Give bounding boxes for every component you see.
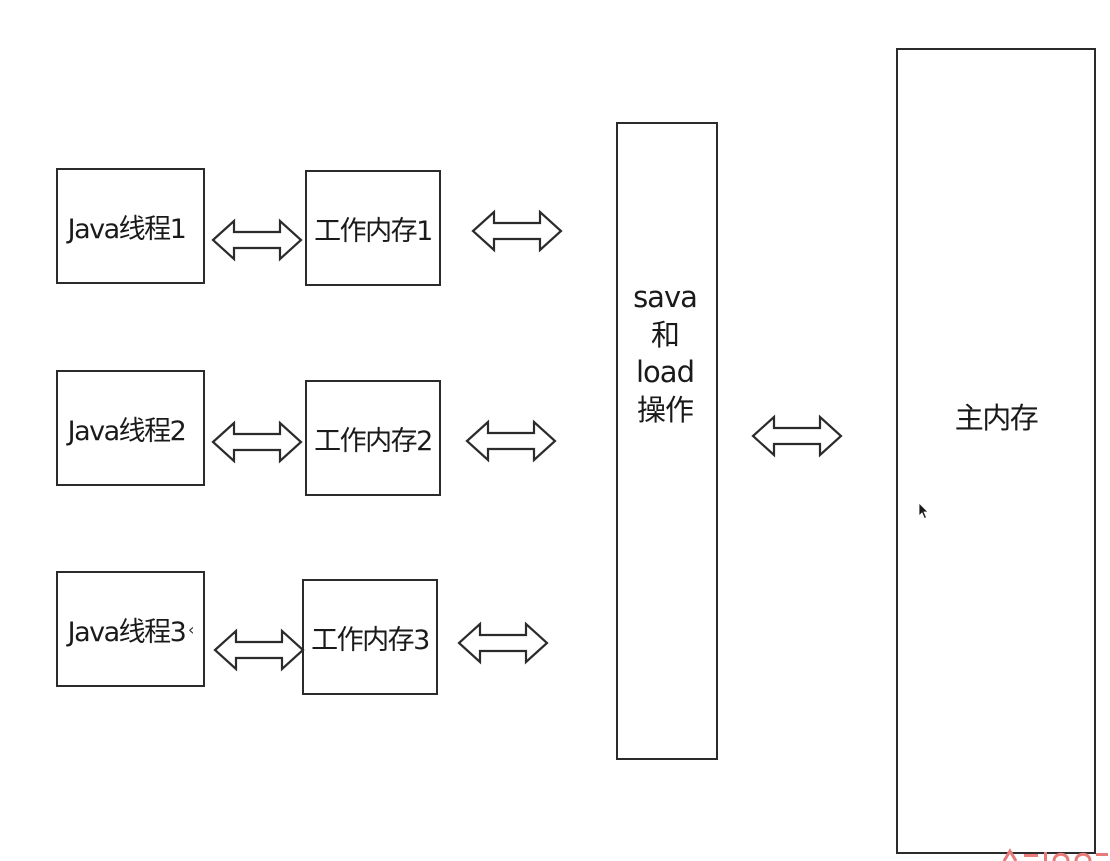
java-thread-2-box: Java线程2 [56,370,205,486]
thread2-workmem2-arrow [211,420,303,464]
operations-line-1: sava [633,280,698,314]
watermark-logo [1002,848,1108,861]
java-thread-3-label: Java线程3 [67,616,187,648]
operations-line-3: load [636,355,695,390]
java-thread-3-box: Java线程3 [56,571,205,687]
java-thread-1-label: Java线程1 [67,213,187,245]
thread3-workmem3-arrow [213,628,305,672]
working-memory-2-label: 工作内存2 [314,425,433,457]
save-load-operations-box: sava 和 load 操作 [616,122,718,760]
working-memory-1-label: 工作内存1 [314,215,433,247]
workmem2-operations-arrow [465,419,557,463]
main-memory-label: 主内存 [954,401,1039,435]
thread-3-tick-mark: ‹ [188,620,195,639]
working-memory-3-label: 工作内存3 [311,624,430,656]
working-memory-1-box: 工作内存1 [305,170,441,286]
workmem3-operations-arrow [457,621,549,665]
mouse-pointer-icon [918,502,929,520]
operations-line-2: 和 [650,317,680,352]
operations-mainmem-arrow [751,414,843,458]
java-thread-2-label: Java线程2 [67,415,187,447]
workmem1-operations-arrow [471,209,563,253]
main-memory-box: 主内存 [896,48,1096,854]
working-memory-2-box: 工作内存2 [305,380,441,496]
working-memory-3-box: 工作内存3 [302,579,438,695]
thread1-workmem1-arrow [211,218,303,262]
operations-line-4: 操作 [636,393,694,428]
operations-text-stack: sava 和 load 操作 [633,279,698,430]
java-thread-1-box: Java线程1 [56,168,205,284]
